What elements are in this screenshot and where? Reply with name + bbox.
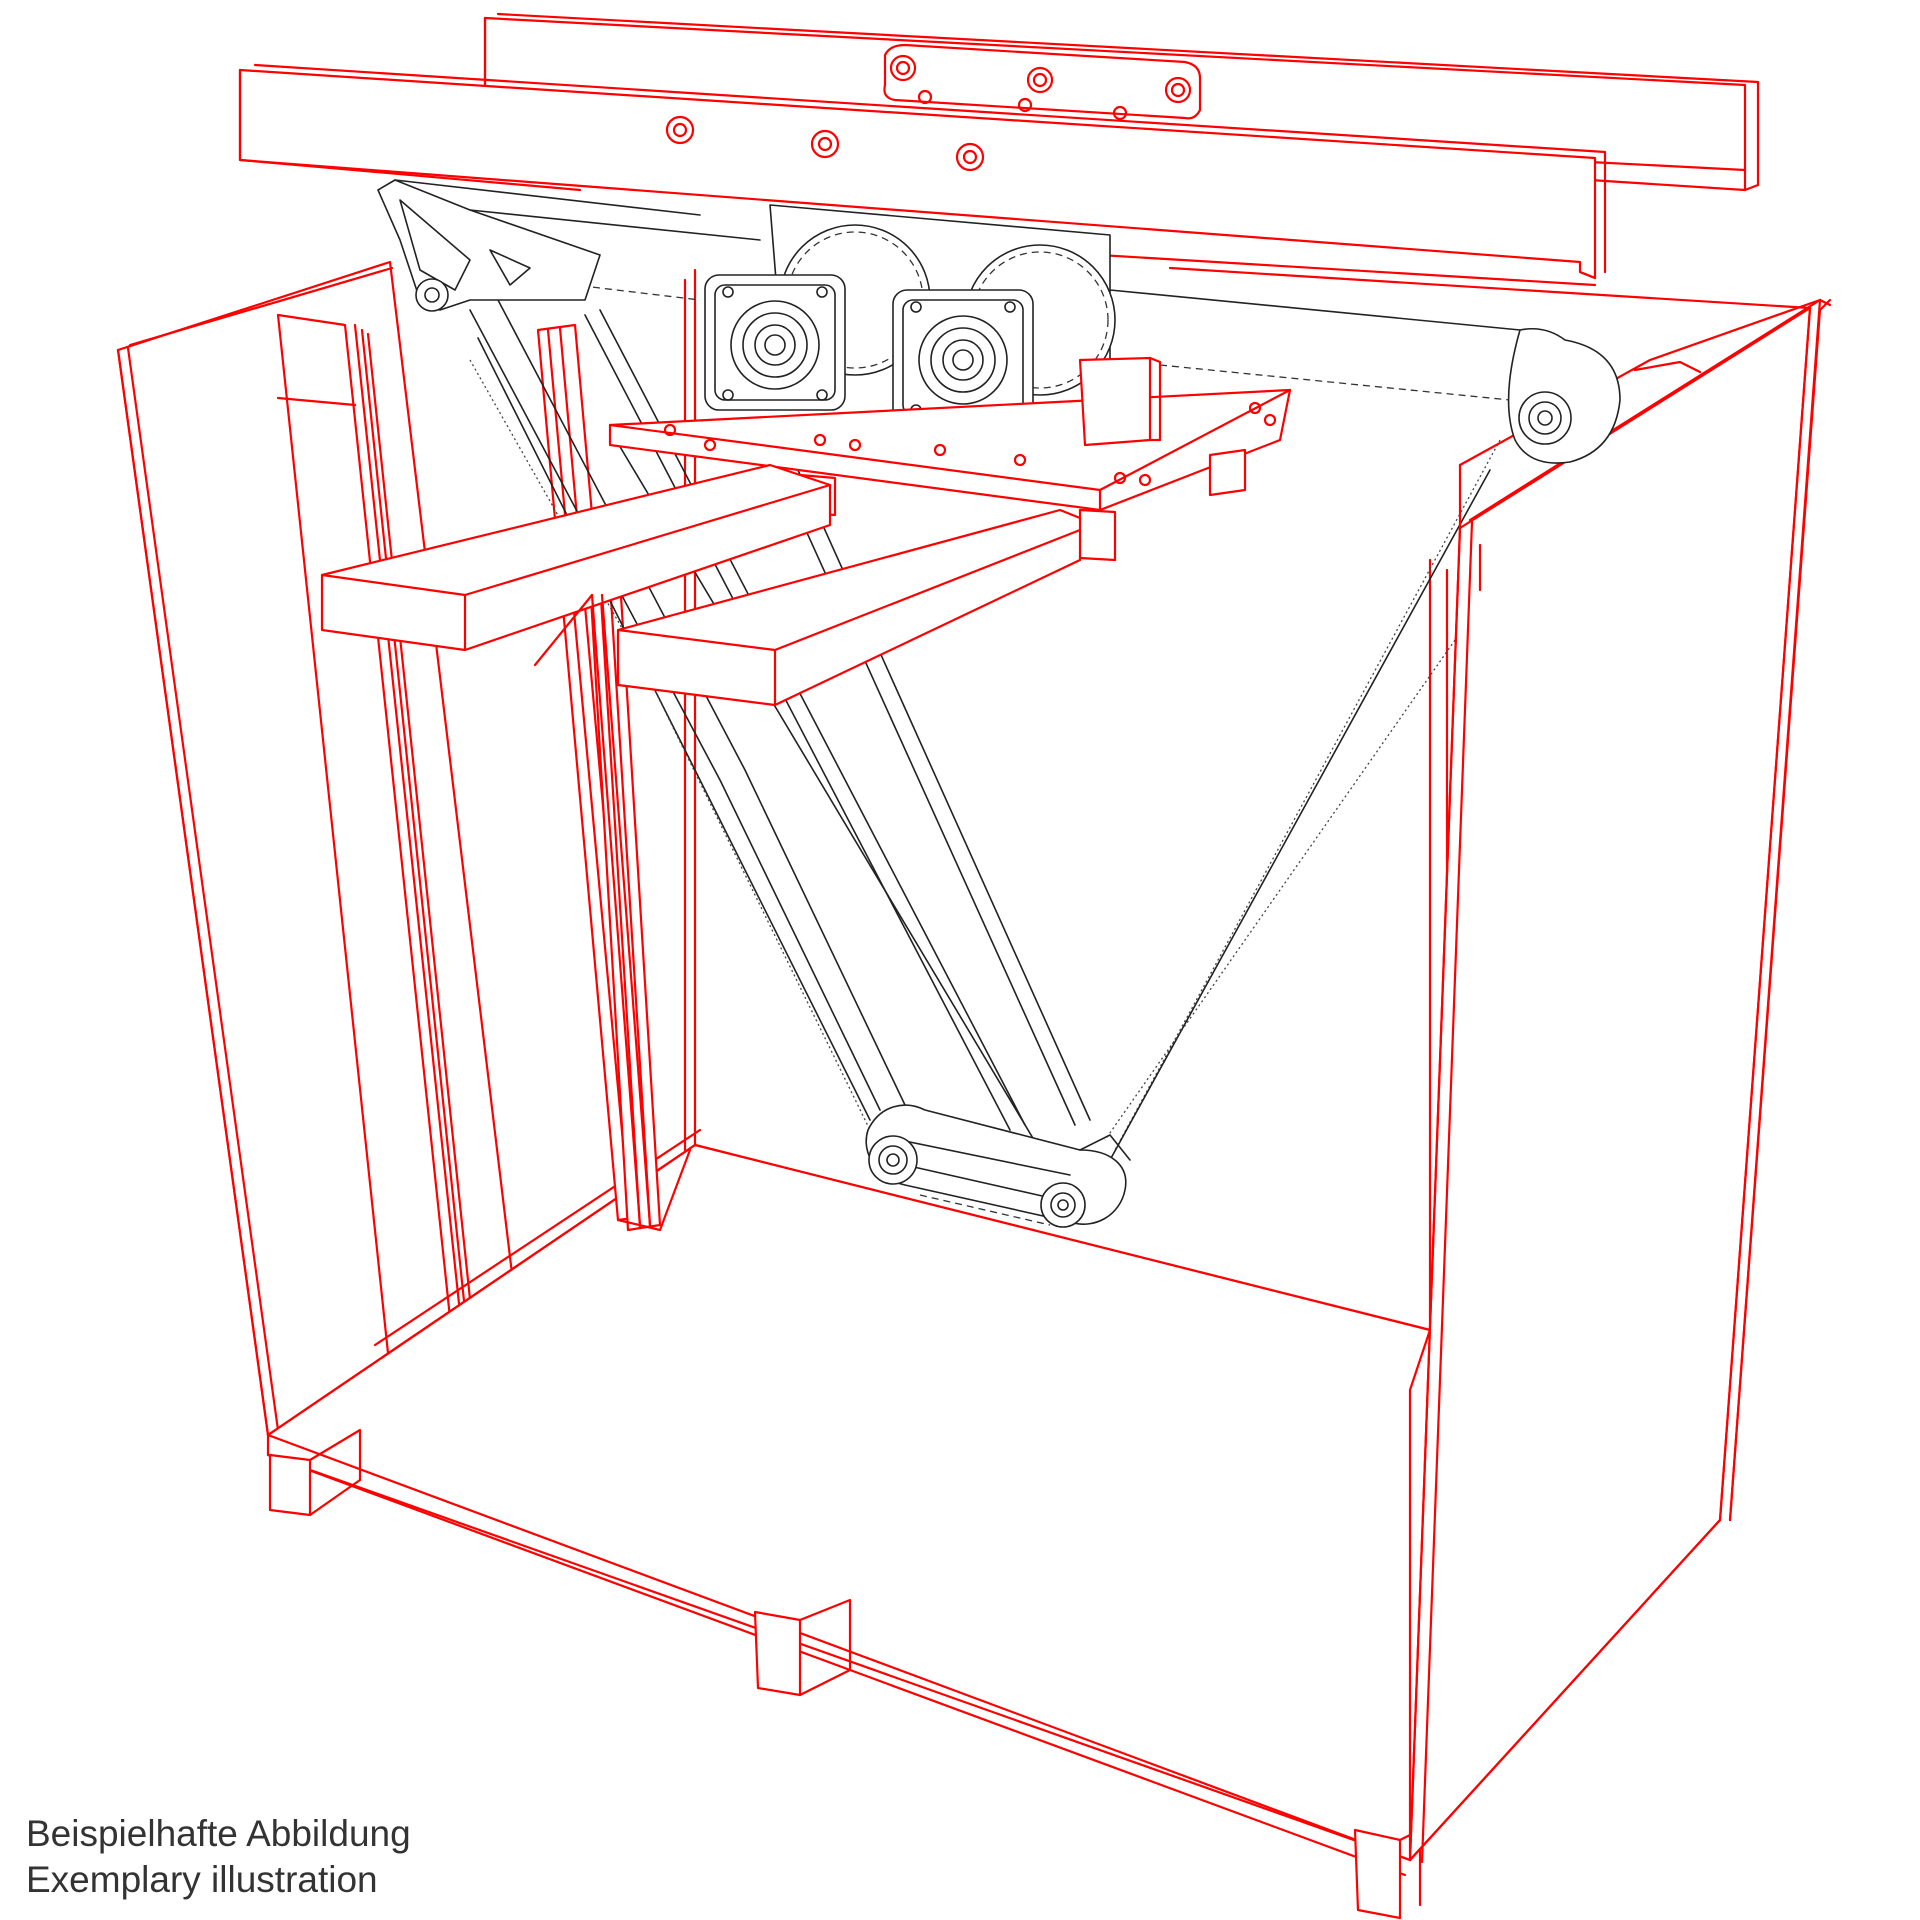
caption-english: Exemplary illustration: [26, 1859, 378, 1900]
crate-right-edge: [1728, 298, 1832, 1522]
top-bolts: [665, 54, 1192, 172]
crate-left-posts: [536, 323, 692, 1232]
motor-flange-left: [704, 274, 846, 411]
delta-end-effector: [865, 1104, 1131, 1228]
support-beam-left: [320, 463, 832, 652]
motor-mounting-plate: [608, 356, 1292, 562]
crate-front-inner-posts: [533, 593, 652, 1227]
crate-right-front-panel: [1408, 298, 1822, 1864]
motor-flange-right: [892, 289, 1034, 426]
support-beam-right: [616, 508, 1082, 707]
crate-skids: [268, 1428, 1422, 1920]
robot-left-joint: [377, 179, 761, 312]
robot-right-joint: [1507, 327, 1621, 464]
crate-top-front-beam: [238, 63, 1812, 310]
caption-german: Beispielhafte Abbildung: [26, 1813, 411, 1854]
crate-left-side-panel: [116, 260, 522, 1437]
